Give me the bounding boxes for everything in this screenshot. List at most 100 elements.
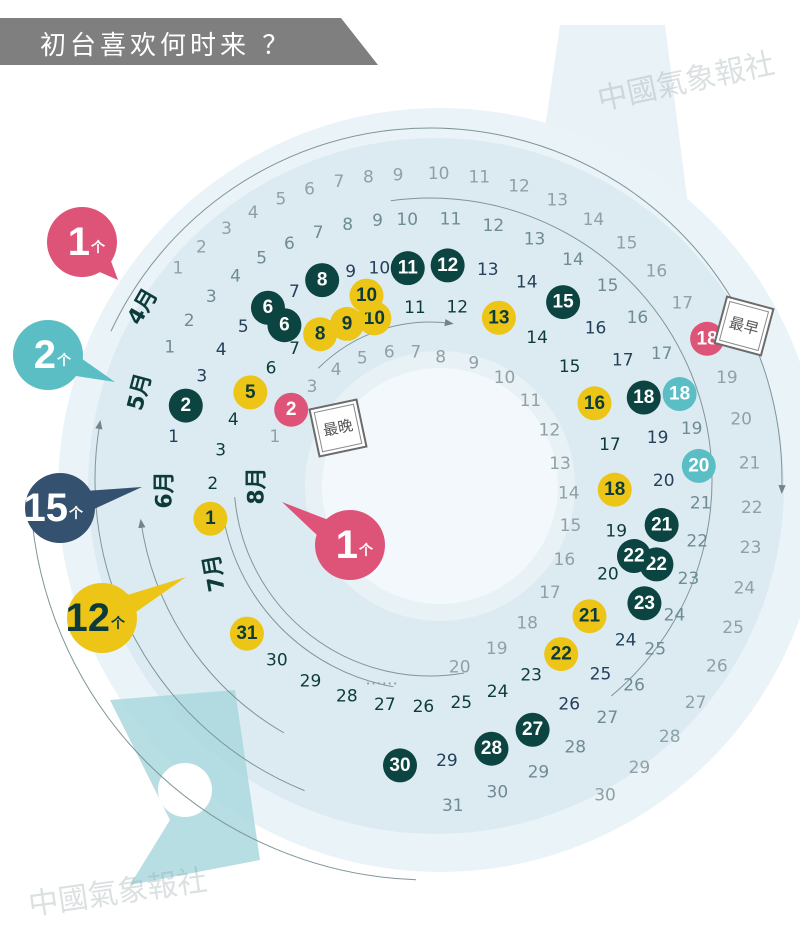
day-number: 29 [300,672,322,692]
day-number: 2 [184,311,195,331]
marker-day: 2 [286,399,297,420]
day-number: 3 [196,366,207,386]
typhoon-marker: 9 [330,306,365,341]
tag-inner-frame [718,300,770,352]
day-number: 1 [173,259,184,279]
typhoon-marker: 18 [626,380,661,415]
day-number: 11 [520,391,542,411]
day-number: 15 [559,357,581,377]
marker-day: 23 [634,593,655,614]
marker-day: 9 [342,313,353,334]
day-number: 29 [436,751,458,771]
may-rising-arrow [94,420,305,792]
count-value: 12 [66,596,111,640]
month-label: 8月 [245,467,270,504]
typhoon-marker: 18 [597,472,632,507]
day-number: 4 [331,360,342,380]
day-number: 11 [468,167,490,187]
day-number: 7 [410,342,421,362]
marker-circle [267,308,302,343]
day-number: 13 [549,454,571,474]
typhoon-marker: 8 [303,317,338,352]
typhoon-marker: 20 [681,448,716,483]
marker-day: 13 [488,307,509,328]
day-number: 4 [248,203,259,223]
marker-circle [390,251,425,286]
day-number: 31 [442,796,464,816]
day-number: 13 [524,230,546,250]
day-number: 25 [644,640,666,660]
day-number: 1 [164,337,175,357]
count-unit: 个 [358,542,374,559]
typhoon-marker: 2 [274,392,309,427]
typhoon-marker: 2 [168,388,203,423]
marker-circle [544,637,579,672]
marker-day: 8 [317,270,328,291]
day-number: 12 [508,176,530,196]
day-number: 28 [659,727,681,747]
day-number: 13 [546,191,568,211]
marker-day: 2 [181,395,192,416]
day-number: 9 [372,211,383,231]
marker-circle [383,748,418,783]
day-number: 4 [228,410,239,430]
marker-day: 27 [522,719,543,740]
typhoon-marker: 13 [481,300,516,335]
day-number: 17 [599,435,621,455]
day-number: 2 [207,474,218,494]
bubble-circle [67,583,137,653]
marker-day: 6 [263,297,274,318]
day-number: 7 [333,172,344,192]
watermark-text: 中國氣象報社 [26,863,209,923]
marker-day: 15 [553,292,575,313]
marker-day: 30 [389,755,410,776]
day-number: 12 [446,298,468,318]
august-inner-arc [234,497,465,677]
count-unit: 个 [110,615,126,632]
day-number: 26 [558,695,580,715]
marker-circle [577,386,612,421]
day-number: 19 [486,639,508,659]
marker-circle [430,248,465,283]
day-number: 10 [428,164,450,184]
typhoon-marker: 10 [349,278,384,313]
day-number: 16 [585,318,607,338]
typhoon-marker: 28 [474,731,509,766]
day-number: 3 [221,219,232,239]
day-number: 12 [483,216,505,236]
marker-day: 10 [356,285,377,306]
day-number: 14 [583,210,605,230]
day-number: 6 [284,234,295,254]
day-number: 16 [627,308,649,328]
marker-circle [644,508,679,543]
day-number: 12 [539,420,561,440]
day-number: 30 [487,782,509,802]
day-number: 8 [435,347,446,367]
day-number: 10 [396,210,418,230]
day-number: 17 [612,350,634,370]
typhoon-marker: 31 [229,616,264,651]
day-number: 7 [289,282,300,302]
typhoon-marker: 12 [430,248,465,283]
day-number: 1 [168,427,179,447]
marker-circle [626,380,661,415]
marker-circle [330,306,365,341]
marker-circle [233,375,268,410]
count-unit: 个 [68,505,84,522]
day-number: 14 [562,250,584,270]
day-number: 17 [539,583,561,603]
marker-circle [474,731,509,766]
day-number: 8 [363,167,374,187]
day-number: 5 [256,248,267,268]
guide-arcs [29,127,786,881]
day-number: 9 [345,262,356,282]
month-label: 6月 [153,471,178,508]
day-number: 11 [404,298,426,318]
day-number: 14 [558,484,580,504]
typhoon-marker: 1 [193,501,228,536]
day-number: 11 [440,209,462,229]
